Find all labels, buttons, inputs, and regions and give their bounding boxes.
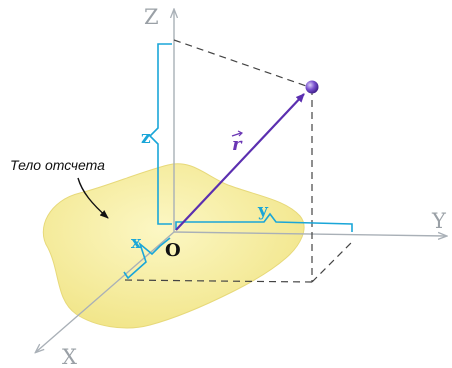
reference-body-shape xyxy=(42,163,305,329)
origin-label: O xyxy=(165,240,181,261)
x-coordinate-label: x xyxy=(131,233,142,253)
x-brace xyxy=(123,237,171,280)
y-brace xyxy=(175,212,353,232)
z-brace xyxy=(148,43,172,225)
reference-body-pointer xyxy=(77,177,109,219)
x-axis-line xyxy=(36,231,175,352)
z-axis-label: Z xyxy=(144,5,159,29)
material-point xyxy=(305,80,319,94)
vector-overarrow-icon xyxy=(231,130,244,137)
reference-body-label: Тело отсчета xyxy=(10,157,105,173)
y-coordinate-label: y xyxy=(257,201,269,221)
radius-vector xyxy=(175,93,305,231)
y-axis-line xyxy=(173,231,446,236)
z-coordinate-label: z xyxy=(141,128,151,148)
x-axis-label: X xyxy=(62,345,77,368)
y-axis-label: Y xyxy=(431,209,447,233)
vector-label: r xyxy=(232,134,243,155)
